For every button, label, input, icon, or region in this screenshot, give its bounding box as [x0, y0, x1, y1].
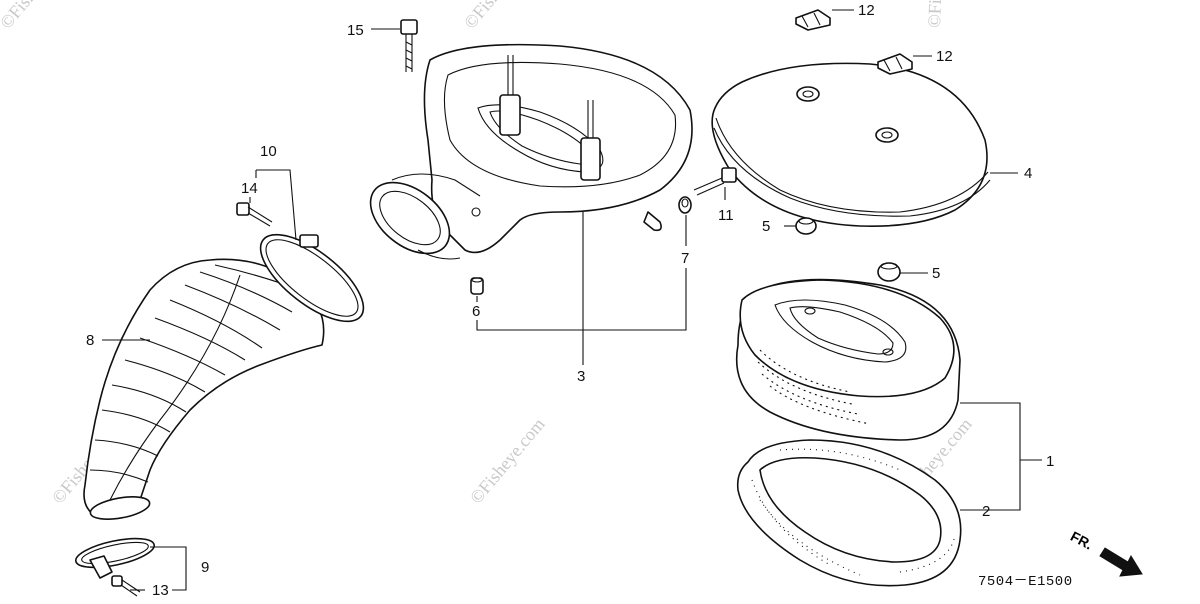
callout-5: 5: [932, 265, 940, 282]
callout-12: 12: [936, 48, 953, 65]
leader-lines: [102, 9, 1042, 591]
clip-12b: [877, 53, 913, 75]
bolt-14: [236, 202, 273, 227]
callout-2: 2: [982, 503, 990, 520]
callout-6: 6: [472, 303, 480, 320]
watermark: ©Fisheye.com: [924, 0, 948, 28]
callout-12: 12: [858, 2, 875, 19]
diagram-code: 7504－E1500: [978, 574, 1073, 590]
hose-band: [259, 233, 365, 323]
bolt-11: [693, 167, 737, 196]
direction-arrow-icon: [1099, 547, 1143, 577]
nut-5b: [877, 262, 901, 282]
watermark: ©Fisheye.com: [466, 414, 549, 507]
grommet-6: [470, 277, 484, 295]
callout-8: 8: [86, 332, 94, 349]
callout-13: 13: [152, 582, 169, 599]
callout-14: 14: [241, 180, 258, 197]
grommet-7: [678, 196, 692, 214]
intake-hose: [83, 258, 325, 520]
callout-11: 11: [718, 207, 734, 224]
callout-4: 4: [1024, 165, 1032, 182]
filter-element: [735, 278, 961, 441]
bolt-13: [111, 575, 141, 597]
hose-clamp: [74, 537, 156, 579]
clip-12a: [795, 9, 831, 31]
callout-numbers: 15 12 12 4 5 5 11 7 6 3 10 14 8 9 13 1 2: [86, 2, 1054, 599]
bolt-15: [400, 19, 418, 72]
callout-10: 10: [260, 143, 277, 160]
callout-5: 5: [762, 218, 770, 235]
direction-label: FR.: [1068, 528, 1095, 553]
watermark: ©Fisheye.com: [460, 0, 543, 33]
callout-9: 9: [201, 559, 209, 576]
foam-pre-cleaner: [736, 439, 962, 587]
watermark: ©Fisheye.com: [0, 0, 79, 33]
front-direction-indicator: FR.: [1068, 528, 1143, 577]
callout-1: 1: [1046, 453, 1054, 470]
air-cleaner-case: [369, 43, 693, 260]
air-cleaner-cover: [711, 62, 991, 227]
callout-15: 15: [347, 22, 364, 39]
callout-3: 3: [577, 368, 585, 385]
callout-7: 7: [681, 250, 689, 267]
nut-5a: [795, 217, 817, 235]
